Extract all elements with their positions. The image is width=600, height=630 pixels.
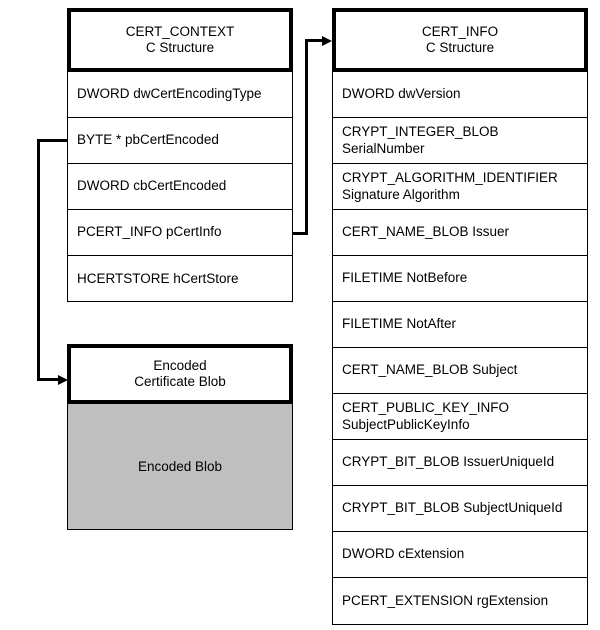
cert-info-field-row-line1: FILETIME NotAfter <box>342 316 457 332</box>
connector-segment-vertical <box>37 139 40 381</box>
connector-segment-horizontal-bottom <box>37 378 61 381</box>
cert-context-header-line1: CERT_CONTEXT <box>125 23 235 39</box>
arrowhead-icon-to-encoded-blob <box>58 374 68 385</box>
cert-info-field-row-line2: SubjectPublicKeyInfo <box>342 416 470 432</box>
cert-info-field-row-line1: PCERT_EXTENSION rgExtension <box>342 592 549 608</box>
encoded-blob-body-label: Encoded Blob <box>137 459 223 474</box>
connector-segment-vertical <box>305 39 308 235</box>
encoded-blob-header-line1: Encoded <box>153 357 207 373</box>
cert-info-field-row: CERT_NAME_BLOB Subject <box>333 348 587 394</box>
cert-context-header: CERT_CONTEXT C Structure <box>67 8 293 72</box>
cert-context-field-row-line1: DWORD dwCertEncodingType <box>77 86 262 102</box>
cert-info-field-row: FILETIME NotBefore <box>333 256 587 302</box>
connector-segment-horizontal-top <box>305 39 325 42</box>
cert-context-field-row: HCERTSTORE hCertStore <box>68 256 292 302</box>
cert-info-field-row: DWORD dwVersion <box>333 72 587 118</box>
cert-info-field-row-line1: CRYPT_INTEGER_BLOB <box>342 123 499 139</box>
cert-info-field-row: FILETIME NotAfter <box>333 302 587 348</box>
cert-context-field-row: PCERT_INFO pCertInfo <box>68 210 292 256</box>
encoded-blob-body: Encoded Blob <box>67 404 293 530</box>
cert-info-field-row: CERT_NAME_BLOB Issuer <box>333 210 587 256</box>
encoded-blob-header: Encoded Certificate Blob <box>67 344 293 404</box>
cert-info-header-line2: C Structure <box>425 40 495 55</box>
cert-info-header: CERT_INFO C Structure <box>332 8 588 72</box>
cert-info-field-row-line1: DWORD dwVersion <box>342 86 461 102</box>
cert-info-field-row-line1: CERT_PUBLIC_KEY_INFO <box>342 399 510 415</box>
cert-context-header-line2: C Structure <box>145 40 215 55</box>
cert-info-field-row-line1: CRYPT_ALGORITHM_IDENTIFIER <box>342 169 558 185</box>
cert-context-field-row: BYTE * pbCertEncoded <box>68 118 292 164</box>
cert-info-field-row-line1: CERT_NAME_BLOB Issuer <box>342 224 510 240</box>
cert-info-field-row-line2: Signature Algorithm <box>342 186 460 202</box>
cert-info-field-row: DWORD cExtension <box>333 532 587 578</box>
cert-info-field-row-line2: SerialNumber <box>342 140 425 156</box>
arrowhead-icon-to-cert-info <box>322 35 332 46</box>
cert-context-field-row-line1: DWORD cbCertEncoded <box>77 178 227 194</box>
cert-info-field-row-line1: CERT_NAME_BLOB Subject <box>342 362 518 378</box>
cert-info-header-line1: CERT_INFO <box>421 23 499 39</box>
cert-context-field-row: DWORD cbCertEncoded <box>68 164 292 210</box>
cert-context-field-row-line1: BYTE * pbCertEncoded <box>77 132 219 148</box>
cert-info-field-row: CRYPT_BIT_BLOB IssuerUniqueId <box>333 440 587 486</box>
cert-info-field-row: CRYPT_BIT_BLOB SubjectUniqueId <box>333 486 587 532</box>
cert-info-field-row-line1: CRYPT_BIT_BLOB IssuerUniqueId <box>342 454 555 470</box>
cert-context-field-row: DWORD dwCertEncodingType <box>68 72 292 118</box>
connector-segment-horizontal-top <box>37 139 68 142</box>
connector-segment-horizontal-bottom <box>292 232 308 235</box>
cert-context-field-row-line1: PCERT_INFO pCertInfo <box>77 224 222 240</box>
cert-info-field-row-line1: DWORD cExtension <box>342 546 465 562</box>
encoded-blob-header-line2: Certificate Blob <box>134 374 226 389</box>
cert-info-field-row-line1: FILETIME NotBefore <box>342 270 468 286</box>
cert-context-field-row-line1: HCERTSTORE hCertStore <box>77 270 239 286</box>
cert-info-field-row-line1: CRYPT_BIT_BLOB SubjectUniqueId <box>342 500 563 516</box>
cert-info-field-row: PCERT_EXTENSION rgExtension <box>333 578 587 624</box>
